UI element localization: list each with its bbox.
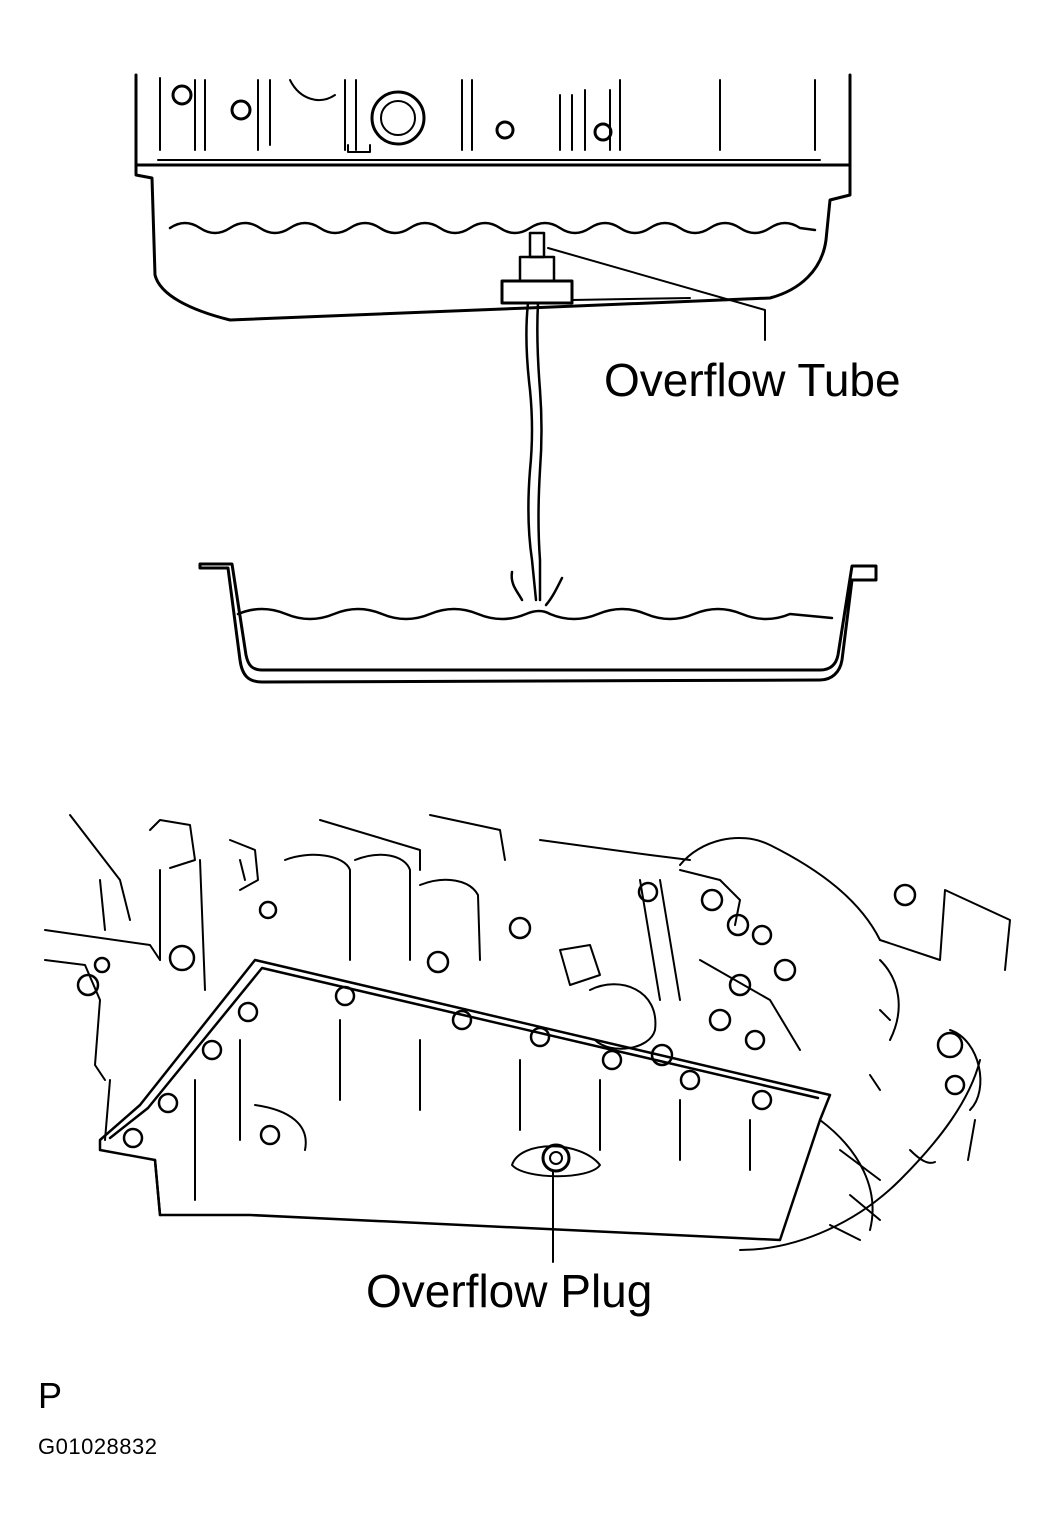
overflow-tube-label: Overflow Tube xyxy=(604,354,901,406)
transmission-assembly xyxy=(44,814,1011,1263)
overflow-plug xyxy=(541,1143,571,1173)
oil-pan-section xyxy=(134,163,852,322)
drain-tray xyxy=(198,562,878,684)
pan-fluid-level xyxy=(168,221,817,235)
figure-code: G01028832 xyxy=(38,1434,158,1459)
overflow-tube-leader xyxy=(547,247,766,341)
overflow-tube xyxy=(500,231,574,602)
view-letter: P xyxy=(38,1375,63,1416)
overflow-plug-boss xyxy=(511,1145,601,1178)
transmission-case-section xyxy=(134,73,852,167)
overflow-plug-label: Overflow Plug xyxy=(366,1265,653,1317)
tray-fluid-level xyxy=(236,607,834,621)
